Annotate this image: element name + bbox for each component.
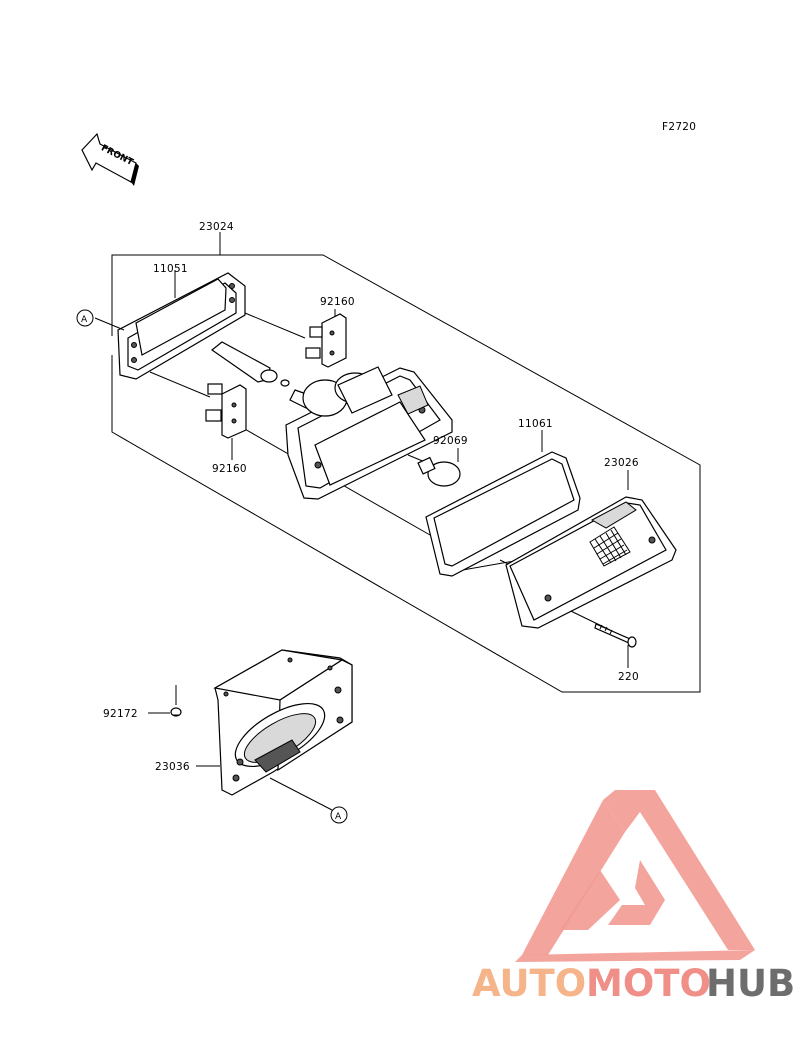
lens-seal-part	[425, 451, 581, 577]
watermark-text-moto: MOTO	[586, 962, 711, 1005]
bulb-part	[417, 456, 461, 487]
label-bulb: 92069	[433, 435, 468, 447]
watermark-text-hub: HUB	[706, 962, 795, 1005]
label-lens-seal: 11061	[518, 418, 553, 430]
screw-part	[594, 623, 637, 648]
callout-a-bottom-letter: A	[335, 812, 342, 822]
light-housing-part	[285, 366, 453, 500]
label-socket-upper: 92160	[320, 296, 355, 308]
lens-gasket-part	[117, 270, 246, 380]
label-bolt: 92172	[103, 708, 138, 720]
label-tail-light-assembly: 23024	[199, 221, 234, 233]
callout-a-bottom: A	[330, 806, 348, 824]
lens-cover-part	[505, 496, 677, 629]
lens-grid	[589, 526, 631, 567]
figure-code: F2720	[662, 121, 696, 133]
front-arrow-icon: FRONT	[81, 132, 139, 186]
watermark-text-auto: AUTO	[472, 962, 586, 1005]
label-bracket: 23036	[155, 761, 190, 773]
socket-lower-part	[205, 383, 247, 439]
label-screw: 220	[618, 671, 639, 683]
watermark-logo: AUTO MOTO HUB	[472, 790, 795, 1005]
label-lens-gasket: 11051	[153, 263, 188, 275]
label-lens-cover: 23026	[604, 457, 639, 469]
bracket-part	[213, 649, 353, 796]
bolt-part	[170, 685, 182, 717]
callout-a-top-letter: A	[81, 315, 88, 325]
leader-lines-lower	[148, 712, 333, 811]
callout-a-top: A	[76, 309, 94, 327]
socket-upper-part	[305, 313, 347, 368]
assembly-outline	[111, 232, 701, 693]
label-socket-lower: 92160	[212, 463, 247, 475]
